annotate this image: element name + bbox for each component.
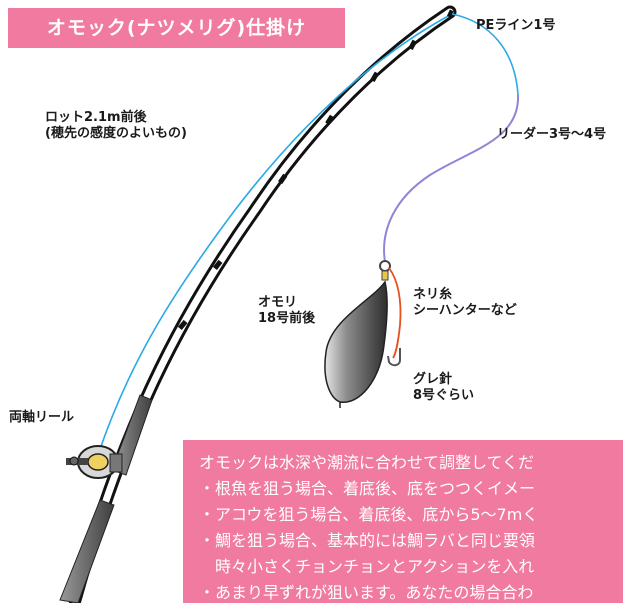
leader-label: リーダー3号〜4号 xyxy=(497,127,607,142)
leader-line xyxy=(383,94,520,263)
note-line: ・根魚を狙う場合、着底後、底をつつくイメー xyxy=(199,479,536,498)
sinker-label-line: 18号前後 xyxy=(258,311,316,326)
note-line: オモックは水深や潮流に合わせて調整してくだ xyxy=(199,453,535,472)
note-line: 時々小さくチョンチョンとアクションを入れ xyxy=(199,557,535,576)
reel-label: 両軸リール xyxy=(9,410,75,425)
rod-butt-grip xyxy=(59,499,115,604)
neri-ito-label-line: ネリ糸 xyxy=(413,287,453,302)
hook-label: グレ針 8号ぐらい xyxy=(413,372,474,404)
diagram-title: オモック(ナツメリグ)仕掛け xyxy=(8,8,345,48)
neri-ito-label: ネリ糸 シーハンターなど xyxy=(413,287,517,319)
note-line: ・あまり早ずれが狙います。あなたの場合合わ xyxy=(199,583,534,602)
rod-core xyxy=(71,8,454,604)
neri-ito-line xyxy=(388,267,402,359)
pe-line-curve xyxy=(451,13,519,96)
rod-guides xyxy=(177,9,454,330)
note-line: ・鯛を狙う場合、基本的には鯛ラバと同じ要領 xyxy=(199,531,535,550)
sinker-label: オモリ 18号前後 xyxy=(258,295,315,327)
rod-label-line: ロット2.1m前後 xyxy=(45,110,147,125)
swivel xyxy=(379,260,391,281)
neri-ito-label-line: シーハンターなど xyxy=(413,303,517,318)
notes-box: オモックは水深や潮流に合わせて調整してくだ ・根魚を狙う場合、着底後、底をつつく… xyxy=(183,440,623,603)
rod-label: ロット2.1m前後 (穂先の感度のよいもの) xyxy=(45,110,187,142)
hook-label-line: 8号ぐらい xyxy=(413,388,475,403)
rod-label-line: (穂先の感度のよいもの) xyxy=(45,126,187,141)
sinker-label-line: オモリ xyxy=(258,295,298,310)
hook-label-line: グレ針 xyxy=(413,372,453,387)
sinker xyxy=(324,280,388,403)
pe-line xyxy=(97,13,453,456)
note-line: ・アコウを狙う場合、着底後、底から5〜7mく xyxy=(199,505,539,524)
hook xyxy=(387,348,401,367)
reel xyxy=(66,445,123,479)
pe-line-label: PEライン1号 xyxy=(476,18,556,33)
